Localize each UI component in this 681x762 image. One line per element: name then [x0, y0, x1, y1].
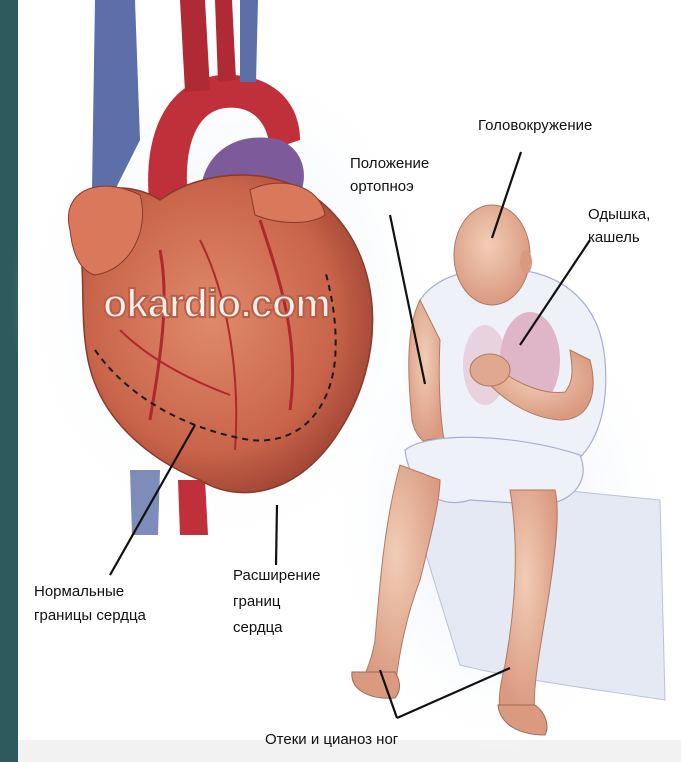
label-dyspnea-line2: кашель: [588, 228, 640, 248]
patient-foot-left: [352, 672, 400, 698]
inferior-vena-cava: [130, 470, 160, 535]
label-orthopnea-line1: Положение: [350, 154, 429, 174]
patient-head: [454, 205, 530, 305]
label-expansion-line3: сердца: [233, 618, 283, 638]
aortic-branch-1: [180, 0, 210, 92]
vein-branch: [240, 0, 258, 82]
label-normal-borders-line1: Нормальные: [34, 582, 124, 602]
label-dyspnea-line1: Одышка,: [588, 205, 650, 225]
label-expansion-line1: Расширение: [233, 566, 320, 586]
label-normal-borders-line2: границы сердца: [34, 606, 146, 626]
label-expansion-line2: границ: [233, 592, 280, 612]
pointer-expansion: [276, 505, 277, 565]
aortic-branch-2: [215, 0, 236, 82]
label-edema: Отеки и цианоз ног: [265, 730, 398, 750]
watermark: okardio.com: [103, 282, 330, 327]
label-orthopnea-line2: ортопноэ: [350, 177, 414, 197]
patient-ear: [520, 250, 532, 274]
descending-aorta: [178, 480, 208, 535]
label-dizziness: Головокружение: [478, 116, 592, 136]
patient-hand-chest: [470, 354, 510, 386]
